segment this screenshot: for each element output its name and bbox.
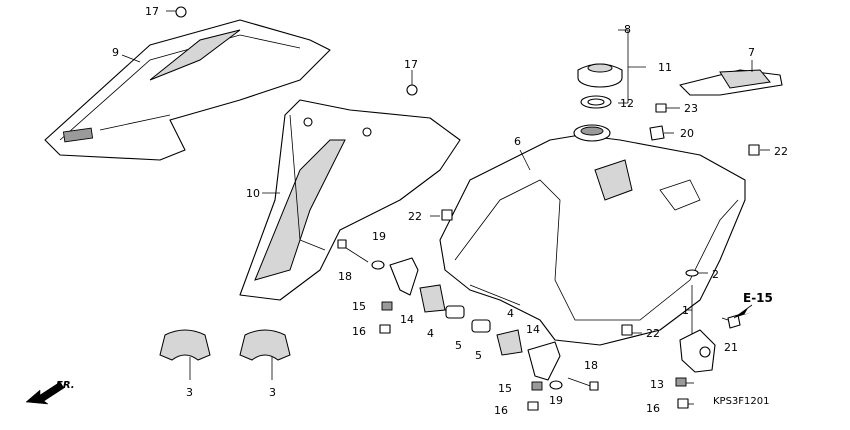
callout-14: 14 <box>526 323 540 336</box>
callout-1: 1 <box>682 304 689 317</box>
callout-15: 15 <box>498 382 512 395</box>
washer-19-left <box>371 260 385 270</box>
callout-5: 5 <box>455 339 462 352</box>
callout-20: 20 <box>680 127 694 140</box>
bolt-16-right <box>527 401 539 411</box>
grommet-4-left <box>419 284 446 313</box>
callout-22: 22 <box>408 210 422 223</box>
spacer-3-right <box>239 329 291 361</box>
collar-5-left <box>445 305 465 319</box>
leader-lines <box>121 10 770 405</box>
clip-20 <box>649 125 665 141</box>
callout-18: 18 <box>338 270 352 283</box>
spacer-3-left <box>159 329 211 361</box>
callout-23: 23 <box>684 102 698 115</box>
nut-15-right <box>531 381 543 391</box>
bolt-17-cover <box>406 84 418 96</box>
reference-tag: E-15 <box>733 291 773 319</box>
bolt-22-bottom <box>621 324 633 336</box>
bolt-18-left <box>337 239 369 263</box>
bracket-14-left <box>389 257 419 296</box>
clip-21 <box>727 314 741 329</box>
front-direction-arrow: FR. <box>25 380 75 405</box>
bolt-16-left <box>379 324 391 334</box>
callout-8: 8 <box>624 23 631 36</box>
fuel-tank-6 <box>439 124 746 346</box>
bracket-14-right <box>527 341 561 381</box>
callout-6: 6 <box>514 135 521 148</box>
reference-tag-label: E-15 <box>743 291 773 305</box>
callout-15: 15 <box>352 300 366 313</box>
bolt-17-top <box>175 6 187 18</box>
front-label: FR. <box>56 380 75 391</box>
callout-14: 14 <box>400 313 414 326</box>
seal-12 <box>580 95 612 109</box>
callout-3: 3 <box>269 386 276 399</box>
collar-5-right <box>471 319 491 333</box>
callout-10: 10 <box>246 187 260 200</box>
part-code: KPS3F1201 <box>713 396 770 407</box>
callout-18: 18 <box>584 359 598 372</box>
callout-22: 22 <box>646 327 660 340</box>
callout-4: 4 <box>507 307 514 320</box>
bolt-23 <box>655 103 667 113</box>
callout-numbers: 17 9 17 10 8 11 12 7 23 20 22 6 22 19 18… <box>112 5 788 417</box>
callout-19: 19 <box>549 394 563 407</box>
bolt-22-right <box>748 144 760 156</box>
callout-21: 21 <box>724 341 738 354</box>
callout-16: 16 <box>352 325 366 338</box>
oring-2 <box>685 269 699 277</box>
callout-11: 11 <box>658 61 672 74</box>
callout-7: 7 <box>748 46 755 59</box>
washer-19-right <box>549 380 563 390</box>
nut-13 <box>675 377 687 387</box>
callout-3: 3 <box>186 386 193 399</box>
callout-12: 12 <box>620 97 634 110</box>
bolt-16-valve <box>677 398 689 409</box>
callout-16: 16 <box>646 402 660 415</box>
strap-7 <box>679 69 783 96</box>
callout-16: 16 <box>494 404 508 417</box>
breather-hose-8 <box>519 10 601 99</box>
grommet-4-right <box>496 329 523 356</box>
nut-15-left <box>381 301 393 311</box>
callout-4: 4 <box>427 327 434 340</box>
shroud-9 <box>44 19 331 161</box>
callout-5: 5 <box>475 349 482 362</box>
bolt-22-left <box>441 209 453 221</box>
callout-22: 22 <box>774 145 788 158</box>
callout-2: 2 <box>712 268 719 281</box>
fuel-valve-1 <box>679 285 716 373</box>
callout-19: 19 <box>372 230 386 243</box>
callout-17: 17 <box>145 5 159 18</box>
side-cover-10 <box>239 99 461 301</box>
callout-13: 13 <box>650 378 664 391</box>
callout-9: 9 <box>112 46 119 59</box>
bolt-18-right <box>567 377 599 391</box>
fuel-cap-11 <box>577 63 623 88</box>
callout-17: 17 <box>404 58 418 71</box>
